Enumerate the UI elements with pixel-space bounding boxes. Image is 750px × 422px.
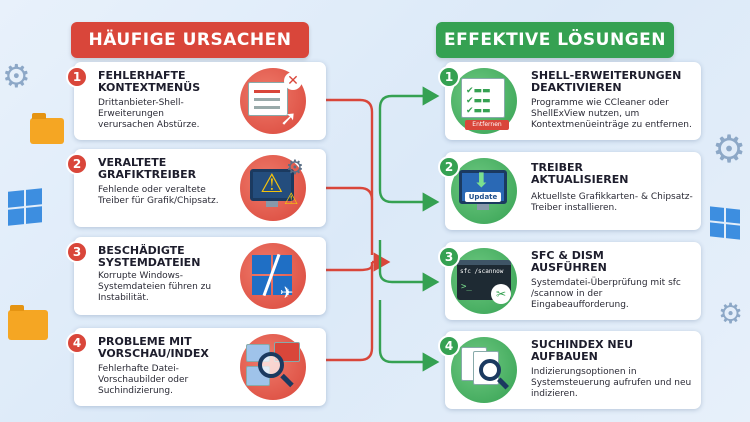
- solution-desc: Indizierungsoptionen in Systemsteuerung …: [531, 367, 692, 399]
- folder-icon: [30, 113, 64, 144]
- terminal-icon: sfc /scannow >_ ✂: [451, 248, 517, 314]
- cause-card-4: PROBLEME MIT VORSCHAU/INDEX Fehlerhafte …: [74, 328, 326, 406]
- solution-title: SUCHINDEX NEU AUFBAUEN: [531, 338, 634, 363]
- remove-entry-icon: ✔▬▬✔▬▬✔▬▬ Entfernen: [451, 68, 517, 134]
- solution-number: 1: [438, 66, 460, 88]
- cause-title: PROBLEME MIT VORSCHAU/INDEX: [98, 335, 209, 360]
- cause-number: 2: [66, 153, 88, 175]
- causes-header: HÄUFIGE URSACHEN: [71, 22, 309, 58]
- cause-title: VERALTETE GRAFIKTREIBER: [98, 156, 197, 181]
- driver-warning-icon: ⚠ ⚠ ⚙: [240, 155, 306, 221]
- solutions-header: EFFEKTIVE LÖSUNGEN: [436, 22, 674, 58]
- solution-card-1: ✔▬▬✔▬▬✔▬▬ Entfernen SHELL-ERWEITERUNGEN …: [445, 62, 701, 140]
- preview-search-icon: [240, 334, 306, 400]
- gear-icon: ⚙: [2, 57, 31, 95]
- solution-card-3: sfc /scannow >_ ✂ SFC & DISM AUSFÜHREN S…: [445, 242, 701, 320]
- update-driver-icon: ⬇ Update: [451, 158, 517, 224]
- solution-card-4: SUCHINDEX NEU AUFBAUEN Indizierungsoptio…: [445, 331, 701, 409]
- broken-windows-icon: ✈: [240, 243, 306, 309]
- solution-card-2: ⬇ Update TREIBER AKTUALISIEREN Aktuellst…: [445, 152, 701, 230]
- cause-desc: Drittanbieter-Shell-Erweiterungen verurs…: [98, 98, 200, 130]
- solution-title: SFC & DISM AUSFÜHREN: [531, 249, 607, 274]
- cause-desc: Fehlerhafte Datei-Vorschaubilder oder Su…: [98, 364, 189, 396]
- terminal-command: sfc /scannow: [460, 268, 504, 275]
- solution-title: TREIBER AKTUALISIEREN: [531, 161, 629, 186]
- solution-title: SHELL-ERWEITERUNGEN DEAKTIVIEREN: [531, 69, 682, 94]
- solution-number: 4: [438, 335, 460, 357]
- remove-button-label: Entfernen: [465, 120, 509, 130]
- cause-title: BESCHÄDIGTE SYSTEMDATEIEN: [98, 244, 201, 269]
- solution-number: 2: [438, 156, 460, 178]
- update-button-label: Update: [465, 192, 501, 202]
- solution-desc: Aktuellste Grafikkarten- & Chipsatz-Trei…: [531, 192, 693, 213]
- gear-icon: ⚙: [712, 127, 747, 171]
- solution-desc: Programme wie CCleaner oder ShellExView …: [531, 98, 692, 130]
- solution-number: 3: [438, 246, 460, 268]
- cause-number: 3: [66, 241, 88, 263]
- rebuild-index-icon: [451, 337, 517, 403]
- folder-icon: [8, 305, 48, 340]
- cause-number: 4: [66, 332, 88, 354]
- cause-card-2: VERALTETE GRAFIKTREIBER Fehlende oder ve…: [74, 149, 326, 227]
- cause-card-3: BESCHÄDIGTE SYSTEMDATEIEN Korrupte Windo…: [74, 237, 326, 315]
- cause-number: 1: [66, 66, 88, 88]
- cause-desc: Korrupte Windows-Systemdateien führen zu…: [98, 271, 212, 303]
- cause-title: FEHLERHAFTE KONTEXTMENÜS: [98, 69, 201, 94]
- cause-card-1: FEHLERHAFTE KONTEXTMENÜS Drittanbieter-S…: [74, 62, 326, 140]
- context-menu-error-icon: ✕ ➚: [240, 68, 306, 134]
- solution-desc: Systemdatei-Überprüfung mit sfc /scannow…: [531, 278, 681, 310]
- gear-icon: ⚙: [718, 297, 744, 330]
- cause-desc: Fehlende oder veraltete Treiber für Graf…: [98, 185, 219, 206]
